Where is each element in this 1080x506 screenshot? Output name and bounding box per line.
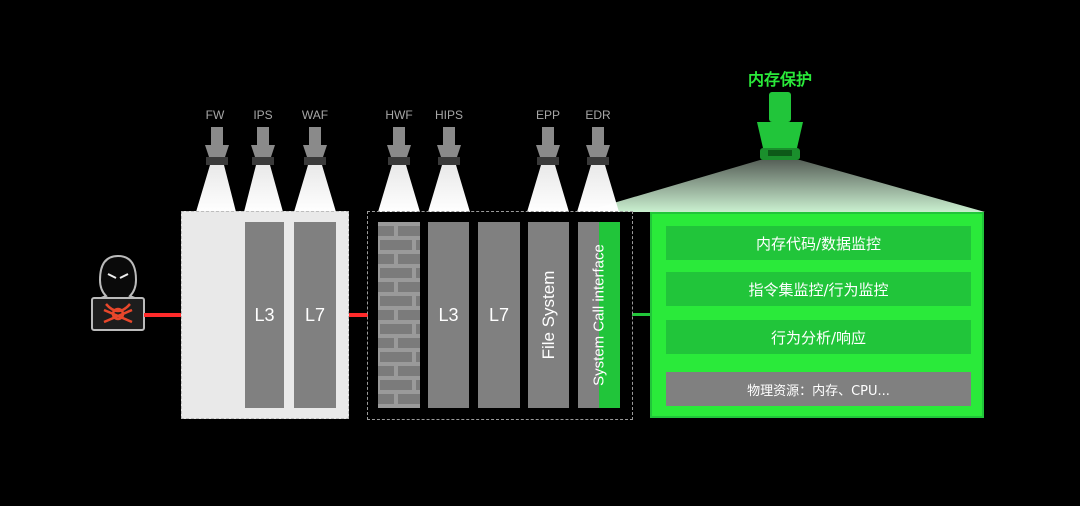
beam-hips — [428, 165, 470, 212]
host-security-zone — [367, 211, 633, 420]
zone2-column-syscall: System Call interface — [578, 222, 620, 408]
panel-row-physical-resources: 物理资源：内存、CPU... — [666, 372, 971, 406]
flashlights — [205, 127, 610, 165]
zone1-column-l7: L7 — [294, 222, 336, 408]
flashlight-waf-icon — [303, 127, 327, 165]
panel-row-behavior: 行为分析/响应 — [666, 320, 971, 354]
panel-row-memory-code: 内存代码/数据监控 — [666, 226, 971, 260]
label-edr: EDR — [585, 108, 611, 122]
label-epp: EPP — [535, 108, 560, 122]
memory-protection-beam — [583, 160, 985, 212]
panel-row-instruction: 指令集监控/行为监控 — [666, 272, 971, 306]
wire-zone1-zone2 — [348, 313, 368, 317]
flashlight-hips-icon — [437, 127, 461, 165]
beam-edr — [577, 165, 619, 212]
flashlight-epp-icon — [536, 127, 560, 165]
wire-hacker-zone1 — [144, 313, 182, 317]
label-ips: IPS — [253, 108, 273, 122]
beam-fw — [196, 165, 236, 212]
beam-hwf — [378, 165, 420, 212]
flashlight-hwf-icon — [387, 127, 411, 165]
hacker-icon — [91, 254, 145, 331]
flashlight-edr-icon — [586, 127, 610, 165]
zone2-column-file-system: File System — [528, 222, 569, 408]
label-hwf: HWF — [385, 108, 413, 122]
label-hips: HIPS — [434, 108, 463, 122]
zone2-column-l7: L7 — [478, 222, 520, 408]
memory-protection-title: 内存保护 — [747, 70, 812, 89]
label-fw: FW — [205, 108, 225, 122]
flashlight-fw-icon — [205, 127, 229, 165]
file-system-label: File System — [538, 270, 558, 360]
zone2-column-l3: L3 — [428, 222, 469, 408]
flashlight-ips-icon — [251, 127, 275, 165]
light-beams — [196, 165, 619, 212]
wire-zone2-panel — [632, 313, 650, 316]
brick-wall-2 — [378, 222, 420, 408]
beam-waf — [294, 165, 336, 212]
zone1-column-l3: L3 — [245, 222, 284, 408]
beam-epp — [527, 165, 569, 212]
memory-flashlight-icon — [757, 92, 803, 160]
beam-ips — [244, 165, 283, 212]
label-waf: WAF — [301, 108, 329, 122]
syscall-label: System Call interface — [590, 244, 608, 386]
memory-protection-panel: 内存代码/数据监控 指令集监控/行为监控 行为分析/响应 物理资源：内存、CPU… — [650, 212, 984, 418]
